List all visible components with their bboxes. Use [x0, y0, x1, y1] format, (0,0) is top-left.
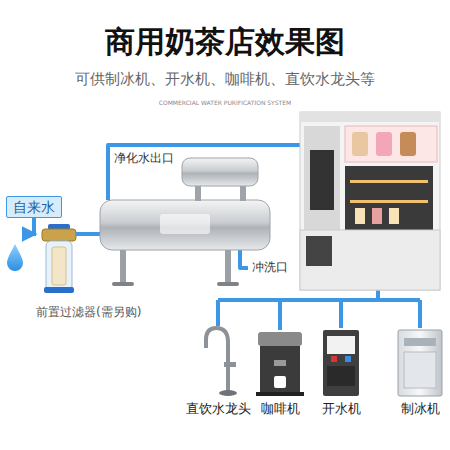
inlet-pipe	[76, 232, 100, 236]
device-box: 直饮水龙头	[184, 322, 253, 418]
shop-shelf	[350, 180, 428, 183]
branch-pipe	[218, 298, 420, 302]
device-box: 咖啡机	[255, 322, 305, 418]
title: 商用奶茶店效果图	[0, 22, 450, 63]
purifier-link	[195, 185, 201, 201]
subtitle: 可供制冰机、开水机、咖啡机、直饮水龙头等	[0, 70, 450, 88]
device-label: 咖啡机	[261, 400, 300, 418]
ice-door	[404, 352, 436, 388]
device-label: 开水机	[322, 400, 361, 418]
purifier-cartridge	[182, 158, 258, 186]
shop-roof	[300, 112, 440, 122]
outlet-pipe	[108, 145, 300, 200]
menu-cup	[352, 132, 368, 156]
faucet-neck	[206, 328, 228, 392]
faucet-base	[219, 390, 237, 396]
device-box: 制冰机	[395, 322, 445, 418]
device-label: 制冰机	[401, 400, 440, 418]
ice-machine	[398, 330, 442, 396]
coffee-spout	[274, 360, 286, 366]
menu-cup	[400, 132, 416, 156]
water-purifier	[100, 158, 270, 286]
device-box: 开水机	[316, 322, 366, 418]
shop-body	[300, 112, 440, 290]
coffee-machine	[256, 332, 304, 396]
shop-poster	[310, 150, 334, 210]
branch-pipe	[418, 300, 422, 328]
water-drop	[7, 244, 23, 271]
branch-pipe	[339, 300, 343, 328]
shop-shelf	[350, 200, 428, 203]
purifier-link	[240, 185, 246, 201]
flush-pipe	[240, 250, 248, 268]
water-pipe	[34, 218, 36, 234]
source-tag: 自来水	[6, 196, 62, 218]
coffee-body	[260, 346, 300, 394]
milk-tea-shop	[300, 112, 440, 290]
purifier-tank	[100, 200, 270, 250]
shop-counter	[300, 230, 440, 290]
shop-column	[304, 126, 340, 230]
coffee-cup	[274, 376, 286, 388]
device-box: 前置过滤器(需另购)	[36, 222, 150, 320]
port-label: 冲洗口	[252, 260, 288, 274]
filter-head	[42, 229, 76, 241]
dispenser-door	[327, 366, 355, 386]
device-label: 前置过滤器(需另购)	[36, 304, 141, 320]
watermark: COMMERCIAL WATER PURIFICATION SYSTEM	[0, 99, 450, 106]
coffee-tray	[256, 392, 304, 396]
shop-window	[345, 166, 433, 230]
branch-pipe	[278, 300, 282, 330]
purifier-leg	[225, 248, 231, 284]
ice-lid	[404, 338, 436, 346]
shop-item	[355, 208, 365, 224]
port-label: 净化水出口	[114, 151, 174, 165]
dispenser-tap	[345, 356, 351, 362]
counter-poster	[306, 236, 332, 266]
menu-board	[345, 126, 437, 162]
coffee-top	[258, 332, 302, 346]
menu-cup	[376, 132, 392, 156]
source-label: 自来水	[13, 199, 55, 215]
faucet	[206, 328, 237, 396]
purifier-plate	[160, 214, 210, 234]
filter-bowl	[46, 241, 72, 291]
pre-filter	[42, 224, 76, 293]
dispenser-body	[323, 330, 359, 396]
ice-body	[398, 330, 442, 396]
dispenser-tap	[331, 356, 337, 362]
shop-item	[389, 208, 399, 224]
filter-mesh	[52, 247, 66, 285]
purifier-foot	[112, 282, 134, 286]
purifier-foot	[217, 282, 239, 286]
branch-pipe	[216, 300, 220, 326]
device-label: 直饮水龙头	[186, 400, 251, 418]
shop-item	[372, 208, 382, 224]
filter-ring	[44, 287, 74, 293]
water-dispenser	[323, 330, 359, 396]
dispenser-panel	[327, 336, 355, 354]
faucet-handle	[224, 362, 236, 367]
purifier-leg	[120, 248, 126, 284]
